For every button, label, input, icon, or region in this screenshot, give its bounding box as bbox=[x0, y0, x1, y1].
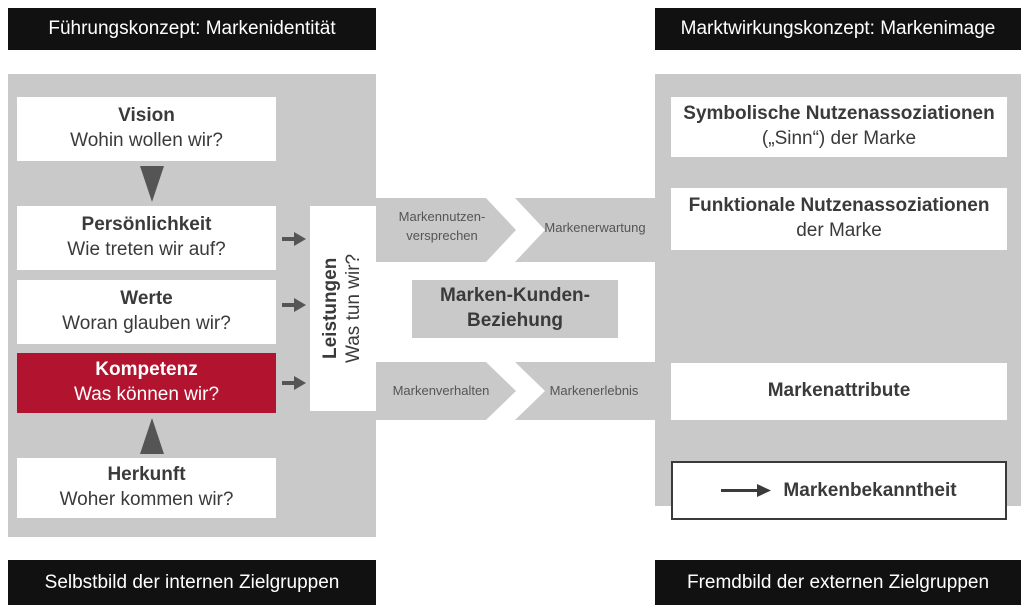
competence-question: Was können wir? bbox=[73, 384, 220, 405]
vision-question: Wohin wollen wir? bbox=[70, 130, 223, 151]
relationship-line2: Beziehung bbox=[466, 310, 564, 331]
arrow-up-icon bbox=[140, 418, 164, 454]
arrow-right-icon bbox=[721, 483, 772, 497]
competence-box: Kompetenz Was können wir? bbox=[17, 353, 276, 413]
functional-subtitle: der Marke bbox=[796, 220, 882, 241]
origin-box: Herkunft Woher kommen wir? bbox=[17, 458, 276, 518]
arrow-right-icon bbox=[282, 376, 306, 390]
vision-title: Vision bbox=[118, 105, 175, 127]
brand-awareness-box: Markenbekanntheit bbox=[671, 461, 1007, 520]
competence-title: Kompetenz bbox=[95, 359, 198, 381]
brand-expectation-label: Markenerwartung bbox=[544, 220, 646, 235]
symbolic-associations-box: Symbolische Nutzenassoziationen („Sinn“)… bbox=[671, 97, 1007, 157]
brand-awareness-label: Markenbekanntheit bbox=[783, 479, 957, 501]
brand-customer-relationship-box: Marken-Kunden- Beziehung bbox=[412, 280, 618, 338]
behavior-shape bbox=[376, 362, 516, 420]
experience-shape bbox=[515, 362, 655, 420]
relationship-line1: Marken-Kunden- bbox=[440, 285, 590, 307]
arrow-right-icon bbox=[282, 298, 306, 312]
vision-box: Vision Wohin wollen wir? bbox=[17, 97, 276, 161]
brand-experience-label: Markenerlebnis bbox=[549, 383, 639, 398]
left-top-header: Führungskonzept: Markenidentität bbox=[8, 8, 376, 50]
middle-band-bottom bbox=[376, 362, 655, 420]
middle-band-top bbox=[376, 198, 655, 262]
values-box: Werte Woran glauben wir? bbox=[17, 280, 276, 344]
symbolic-title: Symbolische Nutzenassoziationen bbox=[683, 103, 995, 125]
services-question: Was tun wir? bbox=[343, 253, 364, 364]
origin-title: Herkunft bbox=[107, 464, 186, 486]
arrow-right-icon bbox=[282, 232, 306, 246]
values-question: Woran glauben wir? bbox=[62, 313, 231, 334]
right-bottom-header: Fremdbild der externen Zielgruppen bbox=[655, 560, 1021, 605]
right-bottom-header-text: Fremdbild der externen Zielgruppen bbox=[686, 571, 990, 593]
functional-associations-box: Funktionale Nutzenassoziationen der Mark… bbox=[671, 188, 1007, 250]
personality-title: Persönlichkeit bbox=[81, 214, 212, 236]
right-top-header-text: Marktwirkungskonzept: Markenimage bbox=[680, 18, 996, 39]
brand-attributes-box: Markenattribute bbox=[671, 363, 1007, 420]
left-bottom-header-text: Selbstbild der internen Zielgruppen bbox=[44, 571, 340, 593]
functional-title: Funktionale Nutzenassoziationen bbox=[688, 195, 990, 217]
brand-attributes-label: Markenattribute bbox=[767, 380, 911, 402]
promise-shape bbox=[376, 198, 516, 262]
expectation-shape bbox=[515, 198, 655, 262]
personality-box: Persönlichkeit Wie treten wir auf? bbox=[17, 206, 276, 270]
origin-question: Woher kommen wir? bbox=[59, 489, 234, 510]
symbolic-subtitle: („Sinn“) der Marke bbox=[761, 128, 917, 149]
arrow-down-icon bbox=[140, 166, 164, 202]
brand-promise-label: Markennutzen- versprechen bbox=[398, 209, 486, 243]
left-bottom-header: Selbstbild der internen Zielgruppen bbox=[8, 560, 376, 605]
services-box: Leistungen Was tun wir? bbox=[310, 206, 376, 411]
left-top-header-text: Führungskonzept: Markenidentität bbox=[48, 18, 336, 39]
right-top-header: Marktwirkungskonzept: Markenimage bbox=[655, 8, 1021, 50]
services-title: Leistungen bbox=[320, 257, 342, 360]
personality-question: Wie treten wir auf? bbox=[67, 239, 226, 260]
brand-behavior-label: Markenverhalten bbox=[392, 383, 490, 398]
values-title: Werte bbox=[120, 288, 173, 310]
